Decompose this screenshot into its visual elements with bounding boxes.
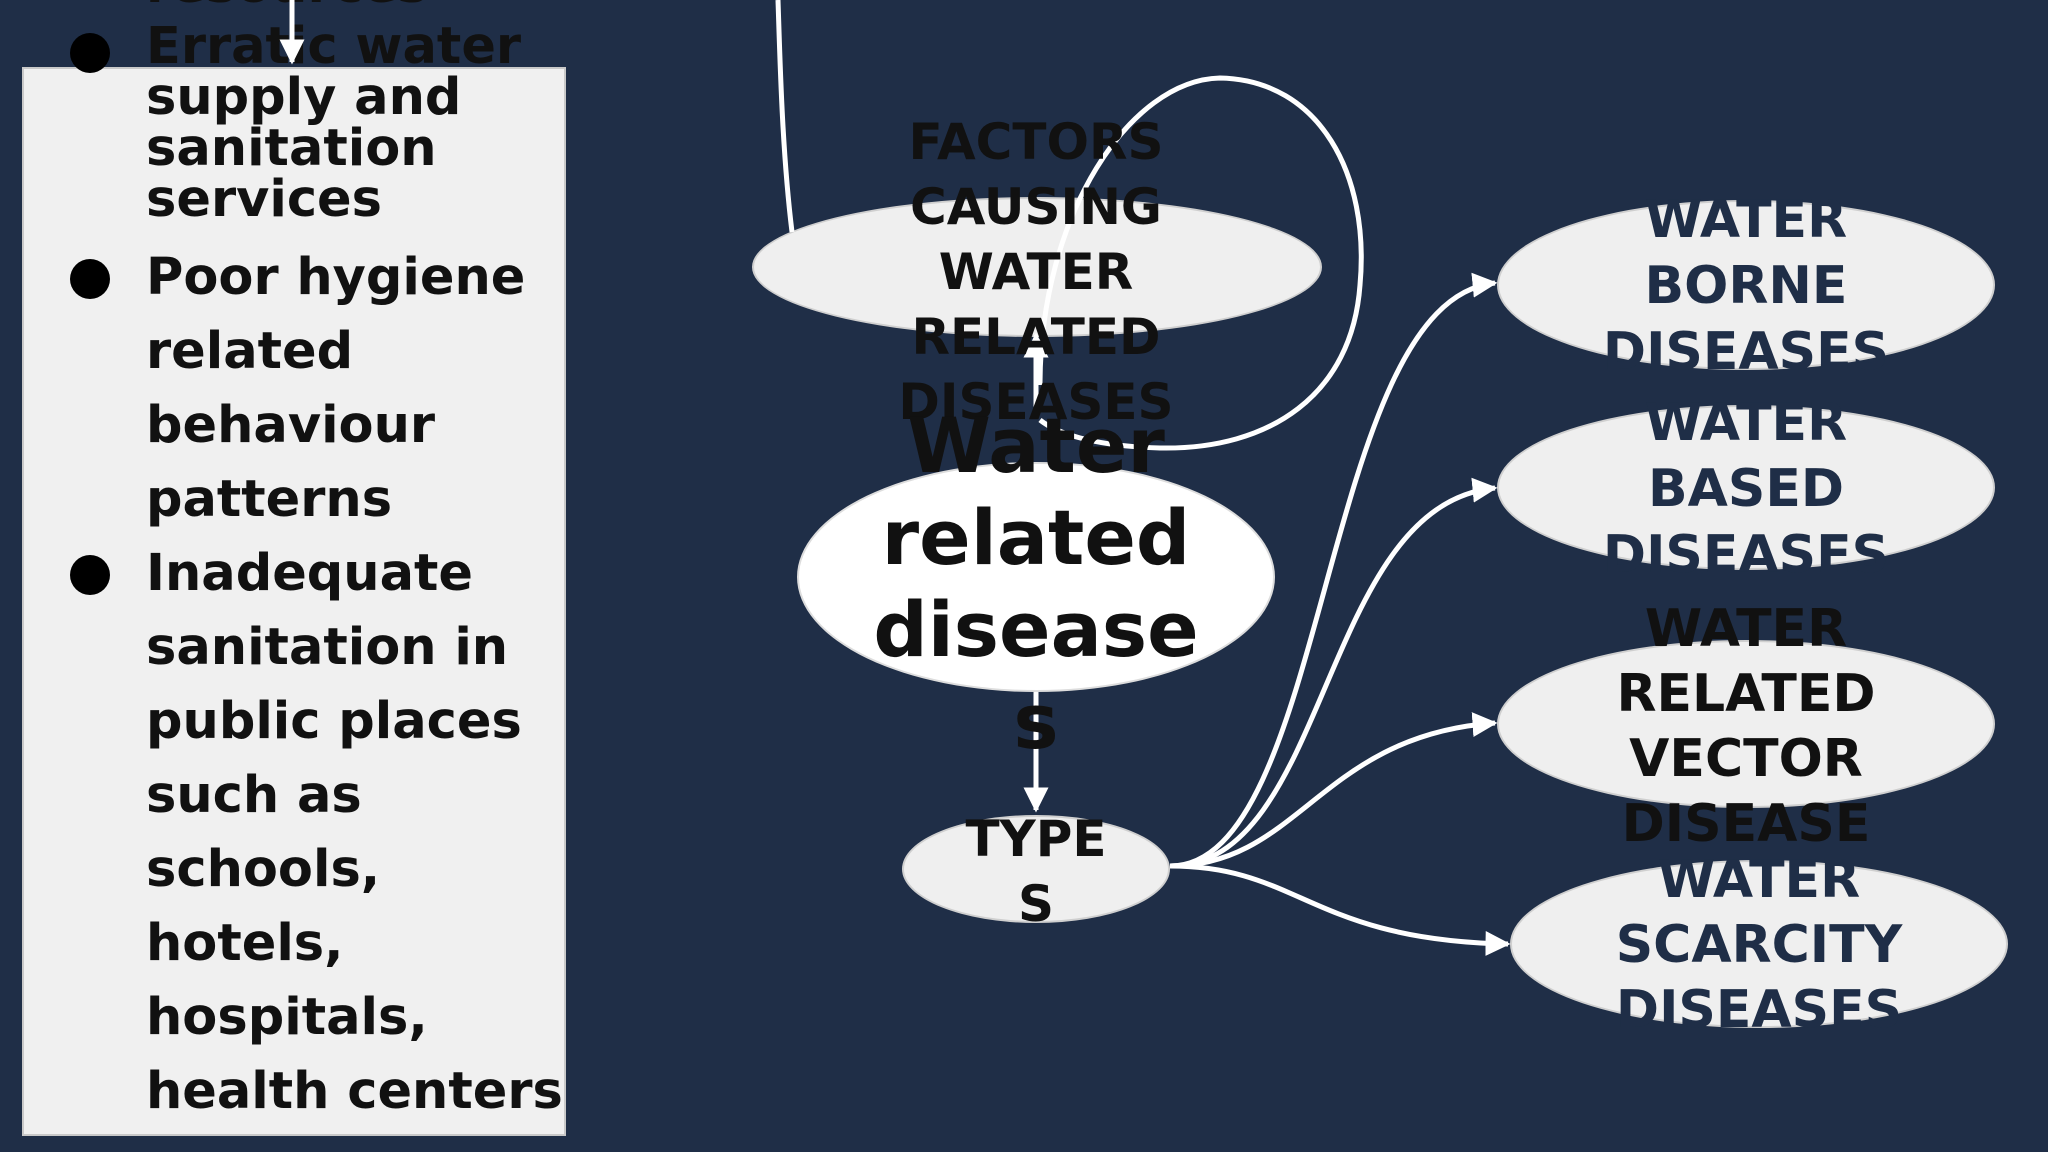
types-node[interactable] [902, 815, 1170, 923]
list-item: Poor hygiene related behaviour patterns [64, 241, 584, 537]
scarcity-node[interactable] [1510, 860, 2008, 1028]
scarcity-label: WATER SCARCITY DISEASES [1615, 850, 1903, 1040]
water-based-node[interactable] [1497, 405, 1995, 570]
vector-label: WATER RELATED VECTOR DISEASE [1616, 599, 1876, 854]
bullet-dot-icon [70, 259, 110, 299]
types-label: TYPE S [965, 810, 1107, 933]
bullet-dot-icon [70, 555, 110, 595]
water-borne-label: WATER BORNE DISEASES [1602, 190, 1890, 382]
list-item: Erratic water supply and sanitation serv… [64, 21, 584, 225]
factors-list: resources Erratic water supply and sanit… [64, 0, 584, 1129]
edge-types-to-scarcity [1169, 863, 1511, 957]
factors-label: FACTORS CAUSING WATER RELATED DISEASES [898, 113, 1174, 431]
water-borne-node[interactable] [1497, 200, 1995, 370]
vector-node[interactable] [1497, 640, 1995, 808]
factors-panel [22, 67, 566, 1136]
water-based-label: WATER BASED DISEASES [1602, 393, 1890, 585]
list-item-partial: resources [64, 0, 584, 11]
edge-panel-link [775, 0, 795, 233]
list-item: Inadequate sanitation in public places s… [64, 537, 584, 1129]
central-label: Water related disease s [873, 401, 1199, 766]
bullet-dot-icon [70, 33, 110, 73]
